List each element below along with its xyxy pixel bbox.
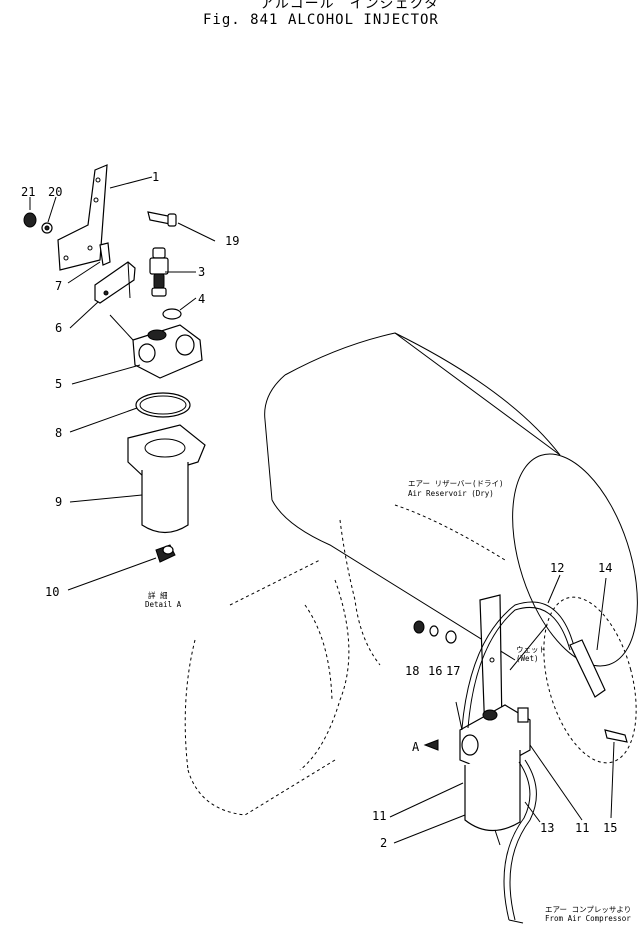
air-reservoir-wet bbox=[184, 504, 637, 816]
title-japanese: アルコール インジェクタ bbox=[260, 0, 439, 12]
callout-3: 3 bbox=[198, 265, 205, 279]
callout-7: 7 bbox=[55, 279, 62, 293]
detail-label-en: Detail A bbox=[145, 600, 182, 609]
air-reservoir-dry-label-jp: エアー リザーバー(ドライ) bbox=[408, 479, 504, 488]
from-compressor-label-en: From Air Compressor bbox=[545, 914, 631, 923]
o-ring-8 bbox=[135, 392, 191, 418]
figure-title: ALCOHOL INJECTOR bbox=[288, 12, 439, 28]
detail-label-jp: 詳 細 bbox=[148, 590, 168, 600]
from-compressor-label-jp: エアー コンプレッサより bbox=[545, 905, 631, 914]
callout-16: 16 bbox=[428, 664, 442, 678]
air-reservoir-dry-label-en: Air Reservoir (Dry) bbox=[408, 489, 494, 498]
callout-19: 19 bbox=[225, 234, 239, 248]
installed-injector bbox=[413, 594, 628, 924]
wet-label-jp: ウェット bbox=[516, 645, 546, 654]
callout-15: 15 bbox=[603, 821, 617, 835]
callout-8: 8 bbox=[55, 426, 62, 440]
bowl bbox=[127, 424, 206, 534]
detail-marker-a: A bbox=[412, 740, 420, 754]
callout-6: 6 bbox=[55, 321, 62, 335]
callout-1: 1 bbox=[152, 170, 159, 184]
screw bbox=[147, 211, 177, 227]
callout-10: 10 bbox=[45, 585, 59, 599]
callout-20: 20 bbox=[48, 185, 62, 199]
washer bbox=[41, 222, 53, 234]
callout-21: 21 bbox=[21, 185, 35, 199]
injector-body bbox=[109, 314, 203, 379]
nut bbox=[23, 212, 37, 228]
callout-17: 17 bbox=[446, 664, 460, 678]
callout-11-right: 11 bbox=[575, 821, 589, 835]
callout-11-left: 11 bbox=[372, 809, 386, 823]
o-ring-4 bbox=[162, 308, 182, 320]
callout-5: 5 bbox=[55, 377, 62, 391]
callout-9: 9 bbox=[55, 495, 62, 509]
bolt-7 bbox=[99, 242, 111, 266]
air-reservoir-dry bbox=[264, 332, 638, 667]
leader-lines bbox=[29, 176, 615, 844]
wet-label-en: (Wet) bbox=[516, 654, 539, 663]
drain-cock bbox=[155, 544, 176, 563]
callout-12: 12 bbox=[550, 561, 564, 575]
callout-18: 18 bbox=[405, 664, 419, 678]
bracket-plate bbox=[57, 164, 108, 271]
callout-14: 14 bbox=[598, 561, 612, 575]
callout-13: 13 bbox=[540, 821, 554, 835]
l-bracket bbox=[94, 261, 136, 304]
callout-4: 4 bbox=[198, 292, 205, 306]
callout-2: 2 bbox=[380, 836, 387, 850]
check-valve bbox=[149, 247, 169, 297]
figure-number: Fig. 841 bbox=[203, 12, 278, 28]
